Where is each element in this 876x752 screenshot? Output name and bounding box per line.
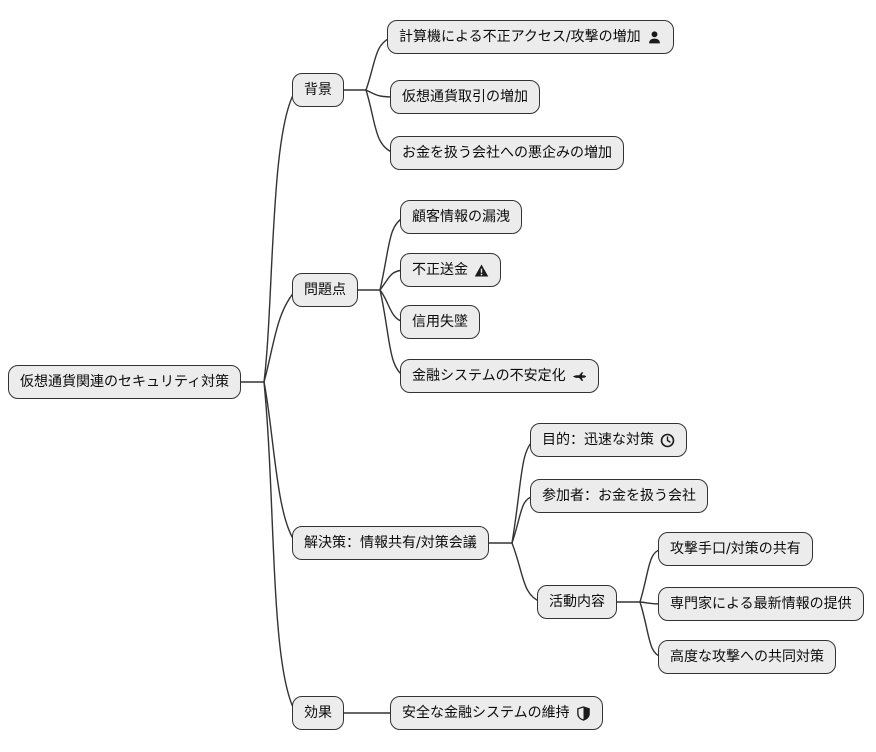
node-activities: 活動内容 xyxy=(537,585,617,619)
node-problems: 問題点 xyxy=(292,273,358,307)
node-share-attack-methods: 攻撃手口/対策の共有 xyxy=(658,532,813,566)
node-background: 背景 xyxy=(292,73,344,107)
node-root: 仮想通貨関連のセキュリティ対策 xyxy=(8,365,242,399)
node-purpose-rapid-response: 目的：迅速な対策 xyxy=(530,423,687,457)
node-root-label: 仮想通貨関連のセキュリティ対策 xyxy=(20,374,230,390)
node-unauthorized-access: 計算機による不正アクセス/攻撃の増加 xyxy=(387,20,674,54)
node-participants: 参加者：お金を扱う会社 xyxy=(530,479,708,513)
node-solution: 解決策：情報共有/対策会議 xyxy=(292,526,489,560)
edge-problems-instability xyxy=(379,289,405,377)
edge-root-effect xyxy=(263,381,297,714)
node-solution-label: 解決策：情報共有/対策会議 xyxy=(304,535,477,551)
node-background-label: 背景 xyxy=(304,82,332,98)
node-problems-label: 問題点 xyxy=(304,282,346,298)
clock-icon xyxy=(660,433,675,448)
user-icon xyxy=(647,30,662,45)
node-safe-financial-system: 安全な金融システムの維持 xyxy=(390,696,603,730)
node-customer-info-leak: 顧客情報の漏洩 xyxy=(400,200,522,234)
node-schemes-increase: お金を扱う会社への悪企みの増加 xyxy=(390,136,624,170)
edge-root-solution xyxy=(263,381,297,544)
node-crypto-trading-increase: 仮想通貨取引の増加 xyxy=(390,80,540,114)
warning-triangle-icon xyxy=(474,263,489,278)
node-financial-instability: 金融システムの不安定化 xyxy=(400,359,599,393)
node-loss-of-trust: 信用失墜 xyxy=(400,305,480,339)
node-effect: 効果 xyxy=(292,696,344,730)
edge-background-schemes xyxy=(365,89,395,154)
edge-problems-leak xyxy=(379,216,405,291)
fighter-jet-icon xyxy=(572,369,587,384)
edge-solution-activities xyxy=(511,542,542,603)
node-activities-label: 活動内容 xyxy=(549,594,605,610)
node-effect-label: 効果 xyxy=(304,705,332,721)
node-expert-information: 専門家による最新情報の提供 xyxy=(658,587,864,621)
shield-half-icon xyxy=(576,705,591,721)
node-joint-countermeasures: 高度な攻撃への共同対策 xyxy=(658,640,836,674)
edge-root-background xyxy=(263,89,297,383)
node-fraudulent-transfer: 不正送金 xyxy=(400,253,501,287)
edge-root-problems xyxy=(263,289,297,383)
